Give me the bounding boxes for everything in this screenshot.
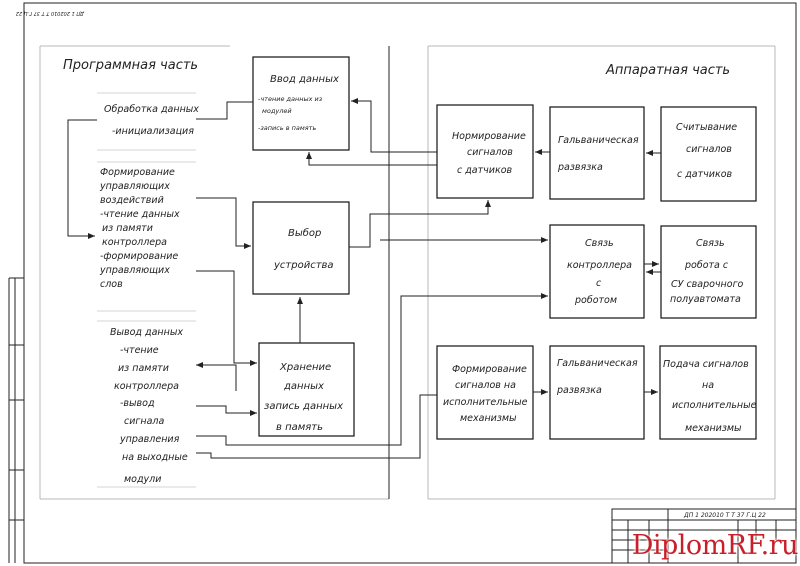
software-item-control: Формирование управляющих воздействий -чт… <box>99 167 180 290</box>
software-item-separators <box>97 92 196 488</box>
device-select-box: Выбор устройства <box>252 201 350 295</box>
hardware-box-controller-robot-line: с <box>596 278 602 289</box>
hardware-box-actuator-feed: Подача сигналов на исполнительные механи… <box>659 345 757 440</box>
software-item-control-line: слов <box>100 279 123 290</box>
software-item-control-line: управляющих <box>99 181 170 192</box>
title-block-code: ДП 1 202010 Т Т 37 Г.Ц 22 <box>683 512 766 519</box>
device-select-box-line: Выбор <box>288 227 321 239</box>
hardware-box-actuator-signals: Формирование сигналов на исполнительные … <box>436 345 534 440</box>
input-data-box-line: -чтение данных из <box>258 95 323 103</box>
hardware-box-actuator-feed-line: Подача сигналов <box>663 359 749 370</box>
hardware-box-robot-welder-line: СУ сварочного <box>671 279 744 290</box>
software-item-processing: Обработка данных -инициализация <box>104 104 199 137</box>
data-storage-box-line: в память <box>276 422 323 433</box>
hardware-box-normalization-line: сигналов <box>467 147 513 158</box>
corner-code: ДП 1 202010 Т Т 37 Г.Ц 22 <box>16 10 85 16</box>
software-item-control-line: Формирование <box>100 167 175 178</box>
hardware-box-actuator-feed-line: механизмы <box>685 423 742 434</box>
data-storage-box-line: данных <box>283 381 324 392</box>
software-item-output: Вывод данных -чтение из памяти контролле… <box>110 327 188 485</box>
software-item-output-line: сигнала <box>124 416 164 427</box>
hardware-box-controller-robot-line: Связь <box>585 238 614 249</box>
hardware-box-galvanic-1-line: развязка <box>557 162 603 173</box>
hardware-box-galvanic-1: Гальваническая развязка <box>549 106 645 200</box>
hardware-box-controller-robot-line: роботом <box>574 295 617 306</box>
device-select-box-line: устройства <box>273 260 334 271</box>
title-block: ДП 1 202010 Т Т 37 Г.Ц 22 <box>611 508 797 564</box>
software-item-control-line: из памяти <box>102 223 153 234</box>
hardware-box-actuator-signals-line: Формирование <box>452 364 527 375</box>
hardware-box-controller-robot: Связь контроллера с роботом <box>549 224 645 319</box>
software-item-output-line: -чтение <box>120 345 159 356</box>
software-section-title: Программная часть <box>63 58 198 73</box>
data-storage-box: Хранение данных запись данных в память <box>258 342 355 437</box>
software-item-processing-line: Обработка данных <box>104 104 199 115</box>
hardware-box-actuator-signals-line: механизмы <box>460 413 517 424</box>
software-item-control-line: контроллера <box>102 237 167 248</box>
hardware-box-actuator-signals-line: сигналов на <box>455 380 516 391</box>
software-item-output-line: -вывод <box>120 398 155 409</box>
input-data-box: Ввод данных -чтение данных из модулей -з… <box>252 56 350 151</box>
hardware-box-robot-welder-line: полуавтомата <box>670 294 741 305</box>
drawing-frame <box>8 2 797 564</box>
software-item-output-line: управления <box>119 434 180 445</box>
software-item-output-line: контроллера <box>114 381 179 392</box>
hardware-box-actuator-signals-line: исполнительные <box>443 397 528 408</box>
input-data-box-title: Ввод данных <box>270 74 339 85</box>
data-storage-box-line: Хранение <box>279 362 331 373</box>
hardware-box-galvanic-2: Гальваническая развязка <box>549 345 645 440</box>
hardware-box-robot-welder: Связь робота с СУ сварочного полуавтомат… <box>660 225 757 319</box>
hardware-section-frame <box>427 45 776 500</box>
software-section-frame <box>39 45 390 500</box>
software-item-control-line: воздействий <box>100 195 164 206</box>
input-data-box-line: модулей <box>262 107 292 115</box>
hardware-box-galvanic-2-line: развязка <box>556 385 602 396</box>
software-item-processing-line: -инициализация <box>112 126 194 137</box>
input-data-box-line: -запись в память <box>258 124 316 132</box>
hardware-box-sensor-reading: Считывание сигналов с датчиков <box>660 106 757 202</box>
hardware-box-sensor-reading-line: Считывание <box>676 122 737 133</box>
software-item-control-line: -чтение данных <box>100 209 180 220</box>
hardware-box-actuator-feed-line: на <box>702 380 714 391</box>
hardware-box-robot-welder-line: Связь <box>696 238 725 249</box>
diagram-connectors <box>67 98 661 459</box>
hardware-box-galvanic-2-line: Гальваническая <box>557 358 638 369</box>
hardware-box-normalization-line: Нормирование <box>452 131 526 142</box>
hardware-box-sensor-reading-line: сигналов <box>686 144 732 155</box>
hardware-box-galvanic-1-line: Гальваническая <box>558 135 639 146</box>
hardware-box-actuator-feed-line: исполнительные <box>672 400 757 411</box>
software-item-control-line: -формирование <box>100 251 178 262</box>
software-item-output-line: из памяти <box>118 363 169 374</box>
hardware-section-title: Аппаратная часть <box>605 63 730 78</box>
software-item-output-line: на выходные <box>122 452 188 463</box>
hardware-box-normalization-line: с датчиков <box>457 165 513 176</box>
software-item-output-line: Вывод данных <box>110 327 183 338</box>
software-item-control-line: управляющих <box>99 265 170 276</box>
watermark-logo: DiplomRF.ru <box>631 530 799 561</box>
hardware-box-robot-welder-line: робота с <box>684 260 729 271</box>
hardware-box-sensor-reading-line: с датчиков <box>677 169 733 180</box>
hardware-box-controller-robot-line: контроллера <box>567 260 632 271</box>
software-item-output-line: модули <box>124 474 161 485</box>
hardware-box-normalization: Нормирование сигналов с датчиков <box>436 104 534 199</box>
data-storage-box-line: запись данных <box>264 401 343 412</box>
